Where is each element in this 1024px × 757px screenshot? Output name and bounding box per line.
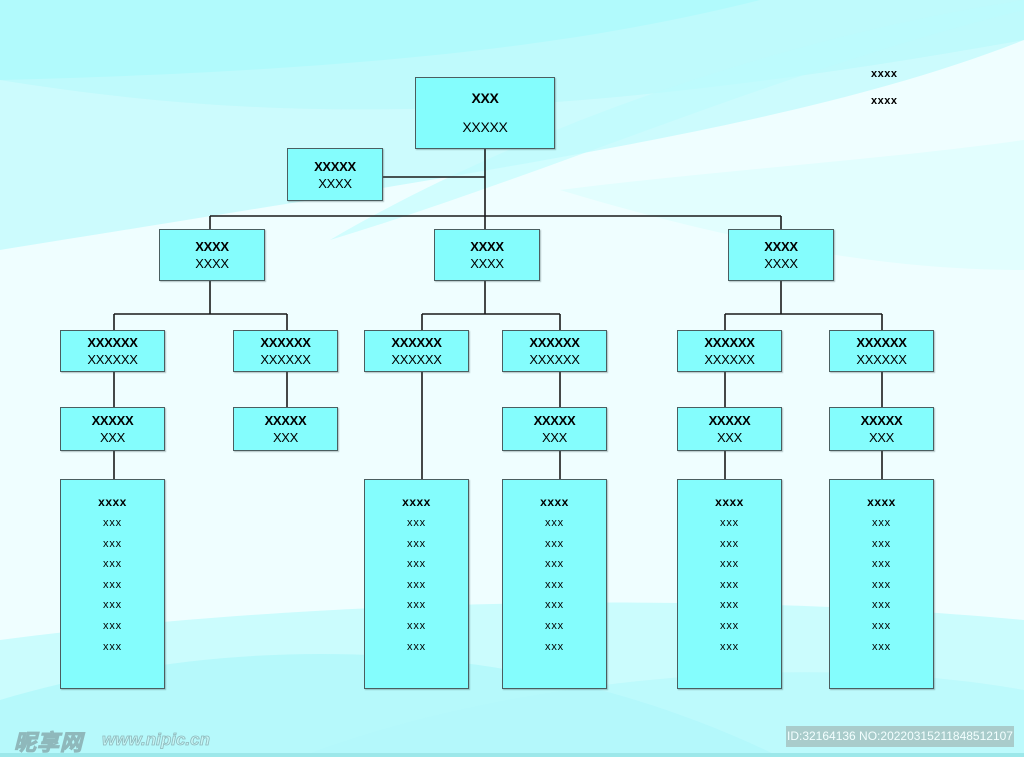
list-item: xxx	[103, 517, 122, 529]
node-subtitle: XXXXXX	[260, 352, 311, 367]
legend-item: xxxx	[871, 68, 898, 80]
unit-node[interactable]: XXXXXX XXXXXX	[502, 330, 607, 372]
image-id-badge: ID:32164136 NO:20220315211848512107	[786, 726, 1014, 747]
node-subtitle: XXXXXX	[87, 352, 138, 367]
legend-item: xxxx	[871, 95, 898, 107]
node-title: XXXXXX	[391, 335, 442, 350]
assistant-node[interactable]: XXXXX XXXX	[287, 148, 383, 201]
node-title: XXXX	[470, 239, 504, 254]
department-node[interactable]: XXXX XXXX	[434, 229, 540, 281]
node-subtitle: XXX	[716, 430, 743, 445]
watermark-logo: 昵享网	[13, 730, 84, 756]
subunit-node[interactable]: XXXXX XXX	[233, 407, 338, 451]
list-item: xxx	[872, 537, 891, 550]
root-node[interactable]: XXX XXXXX	[415, 77, 555, 149]
node-title: XXX	[471, 90, 499, 106]
node-subtitle: XXXX	[195, 256, 229, 271]
node-subtitle: XXXX	[764, 256, 798, 271]
list-item: xxx	[407, 537, 426, 550]
node-subtitle: XXXXXX	[529, 352, 580, 367]
node-title: XXXX	[764, 239, 798, 254]
list-item: xxx	[103, 619, 122, 632]
list-item: xxx	[407, 619, 426, 632]
node-subtitle: XXX	[541, 430, 568, 445]
list-item: xxx	[545, 578, 564, 591]
list-heading: xxxx	[715, 495, 744, 509]
list-item: xxx	[720, 558, 739, 571]
subunit-node[interactable]: XXXXX XXX	[502, 407, 607, 451]
list-item: xxx	[872, 517, 891, 529]
node-subtitle: XXXXX	[462, 119, 508, 135]
department-node[interactable]: XXXX XXXX	[728, 229, 834, 281]
node-title: XXXX	[195, 239, 229, 254]
node-subtitle: XXXX	[470, 256, 504, 271]
list-item: xxx	[103, 537, 122, 550]
list-heading: xxxx	[867, 495, 896, 509]
list-item: xxx	[407, 599, 426, 612]
list-heading: xxxx	[98, 495, 127, 509]
list-item: xxx	[407, 578, 426, 591]
list-item: xxx	[545, 517, 564, 529]
node-subtitle: XXXXXX	[391, 352, 442, 367]
node-subtitle: XXX	[272, 430, 299, 445]
list-item: xxx	[103, 640, 122, 653]
node-subtitle: XXXXXX	[704, 352, 755, 367]
list-item: xxx	[407, 640, 426, 653]
list-item: xxx	[720, 517, 739, 529]
list-item: xxx	[545, 558, 564, 571]
list-item: xxx	[545, 537, 564, 550]
list-item: xxx	[545, 599, 564, 612]
node-title: XXXXXX	[87, 335, 138, 350]
list-item: xxx	[103, 578, 122, 591]
node-title: XXXXX	[314, 158, 356, 174]
unit-node[interactable]: XXXXXX XXXXXX	[233, 330, 338, 372]
list-item: xxx	[545, 619, 564, 632]
subunit-node[interactable]: XXXXX XXX	[829, 407, 934, 451]
list-heading: xxxx	[402, 495, 431, 509]
node-title: XXXXX	[91, 413, 134, 428]
list-item: xxx	[407, 558, 426, 571]
list-item: xxx	[872, 619, 891, 632]
unit-node[interactable]: XXXXXX XXXXXX	[60, 330, 165, 372]
unit-node[interactable]: XXXXXX XXXXXX	[364, 330, 469, 372]
node-title: XXXXX	[264, 413, 307, 428]
subunit-node[interactable]: XXXXX XXX	[677, 407, 782, 451]
node-subtitle: XXXX	[318, 175, 352, 191]
node-title: XXXXXX	[704, 335, 755, 350]
list-item: xxx	[545, 640, 564, 653]
list-heading: xxxx	[540, 495, 569, 509]
list-item: xxx	[872, 578, 891, 591]
subunit-node[interactable]: XXXXX XXX	[60, 407, 165, 451]
list-item: xxx	[103, 558, 122, 571]
list-item: xxx	[720, 599, 739, 612]
list-item: xxx	[720, 537, 739, 550]
node-subtitle: XXXXXX	[856, 352, 907, 367]
node-title: XXXXXX	[260, 335, 311, 350]
list-item: xxx	[872, 558, 891, 571]
list-item: xxx	[872, 640, 891, 653]
list-item: xxx	[407, 517, 426, 529]
list-item: xxx	[103, 599, 122, 612]
node-subtitle: XXX	[99, 430, 126, 445]
node-title: XXXXX	[708, 413, 751, 428]
node-title: XXXXXX	[529, 335, 580, 350]
list-item: xxx	[720, 640, 739, 653]
unit-node[interactable]: XXXXXX XXXXXX	[829, 330, 934, 372]
list-item: xxx	[720, 578, 739, 591]
watermark-url: www.nipic.cn	[102, 730, 211, 750]
node-subtitle: XXX	[868, 430, 895, 445]
list-item: xxx	[872, 599, 891, 612]
list-item: xxx	[720, 619, 739, 632]
department-node[interactable]: XXXX XXXX	[159, 229, 265, 281]
unit-node[interactable]: XXXXXX XXXXXX	[677, 330, 782, 372]
node-title: XXXXXX	[856, 335, 907, 350]
node-title: XXXXX	[860, 413, 903, 428]
node-title: XXXXX	[533, 413, 576, 428]
